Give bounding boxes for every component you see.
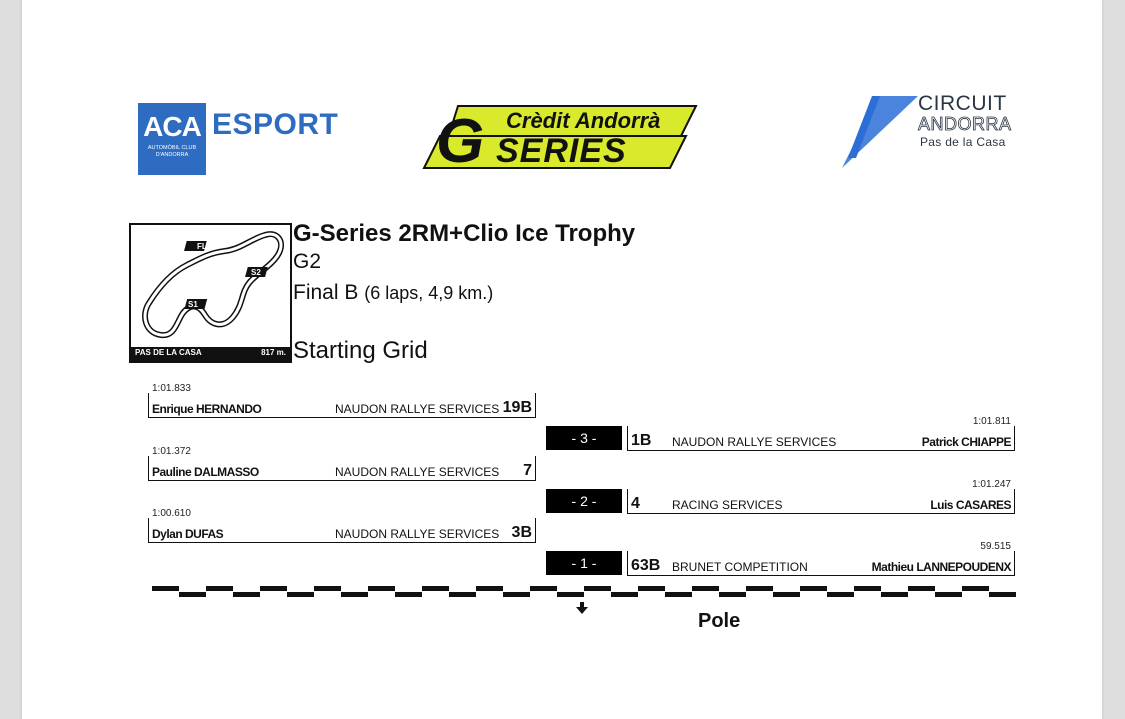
track-map: FL S2 S1 PAS DE LA CASA 817 m.: [129, 223, 292, 363]
document-page: ACA AUTOMÒBIL CLUB D'ANDORRA ESPORT G Cr…: [22, 0, 1102, 719]
team-name: NAUDON RALLYE SERVICES: [335, 465, 500, 479]
grid-slot-left-2: 1:01.372 Pauline DALMASSO NAUDON RALLYE …: [148, 446, 536, 481]
lap-time: 1:01.833: [152, 383, 191, 394]
team-name: NAUDON RALLYE SERVICES: [672, 435, 837, 449]
car-number: 1B: [631, 432, 652, 449]
start-finish-line: [152, 586, 1016, 597]
grid-slot-right-1: 1:01.811 1B NAUDON RALLYE SERVICES Patri…: [627, 416, 1015, 451]
track-label-s1: S1: [184, 299, 208, 309]
aca-subtitle-line2: D'ANDORRA: [155, 152, 189, 158]
lap-time: 59.515: [980, 541, 1011, 552]
car-number: 4: [631, 495, 640, 512]
car-number: 19B: [502, 399, 532, 416]
gseries-line2: SERIES: [496, 132, 627, 170]
track-label-s2: S2: [245, 267, 268, 277]
aca-subtitle-line1: AUTOMÒBIL CLUB: [147, 145, 197, 151]
gseries-g-letter: G: [436, 107, 484, 173]
driver-name: Enrique HERNANDO: [152, 402, 262, 416]
aca-logo-text: ACA: [143, 111, 202, 142]
grid-slot-left-3: 1:00.610 Dylan DUFAS NAUDON RALLYE SERVI…: [148, 508, 536, 543]
driver-name: Luis CASARES: [930, 498, 1011, 512]
track-length: 817 m.: [261, 348, 286, 357]
lap-time: 1:01.247: [972, 479, 1011, 490]
pole-label: Pole: [698, 610, 741, 632]
aca-esport-text: ESPORT: [212, 108, 339, 141]
track-name: PAS DE LA CASA: [135, 348, 202, 357]
svg-text:S1: S1: [188, 300, 198, 309]
circuit-logo-line3: Pas de la Casa: [920, 135, 1006, 149]
pole-arrow-icon: [576, 602, 588, 614]
track-label-fl: FL: [184, 241, 207, 251]
svg-text:S2: S2: [251, 268, 261, 277]
team-name: BRUNET COMPETITION: [672, 560, 808, 574]
grid-slot-right-3: 59.515 63B BRUNET COMPETITION Mathieu LA…: [627, 541, 1015, 576]
car-number: 3B: [511, 524, 532, 541]
driver-name: Dylan DUFAS: [152, 527, 224, 541]
circuit-logo-line1: CIRCUIT: [918, 92, 1007, 115]
circuit-andorra-logo-mark: [842, 96, 918, 168]
track-layout-drawing: FL S2 S1: [142, 231, 285, 339]
grid-slot-right-2: 1:01.247 4 RACING SERVICES Luis CASARES: [627, 479, 1015, 514]
event-final: Final B (6 laps, 4,9 km.): [293, 281, 493, 305]
final-detail: (6 laps, 4,9 km.): [364, 283, 494, 303]
aca-logo: ACA AUTOMÒBIL CLUB D'ANDORRA: [138, 103, 206, 175]
team-name: NAUDON RALLYE SERVICES: [335, 527, 500, 541]
team-name: RACING SERVICES: [672, 498, 783, 512]
grid-slot-left-1: 1:01.833 Enrique HERNANDO NAUDON RALLYE …: [148, 383, 536, 418]
driver-name: Mathieu LANNEPOUDENX: [871, 560, 1012, 574]
car-number: 7: [523, 462, 532, 479]
track-caption: PAS DE LA CASA 817 m.: [131, 347, 290, 361]
event-title: G-Series 2RM+Clio Ice Trophy: [293, 220, 636, 247]
grid-row-label-1: - 1 -: [546, 551, 622, 575]
circuit-logo-line2: ANDORRA: [918, 114, 1012, 135]
driver-name: Pauline DALMASSO: [152, 465, 259, 479]
team-name: NAUDON RALLYE SERVICES: [335, 402, 500, 416]
gseries-logo: G Crèdit Andorrà SERIES: [422, 105, 698, 173]
car-number: 63B: [631, 557, 661, 574]
lap-time: 1:01.811: [972, 416, 1011, 427]
driver-name: Patrick CHIAPPE: [921, 435, 1012, 449]
final-name: Final B: [293, 281, 359, 304]
aca-logo-subtitle: AUTOMÒBIL CLUB D'ANDORRA: [140, 145, 204, 159]
lap-time: 1:00.610: [152, 508, 191, 519]
event-group: G2: [293, 250, 322, 273]
lap-time: 1:01.372: [152, 446, 191, 457]
grid-row-label-2: - 2 -: [546, 489, 622, 513]
gseries-line1: Crèdit Andorrà: [506, 108, 660, 133]
grid-row-label-3: - 3 -: [546, 426, 622, 450]
starting-grid-heading: Starting Grid: [293, 337, 428, 364]
svg-text:FL: FL: [197, 242, 207, 251]
